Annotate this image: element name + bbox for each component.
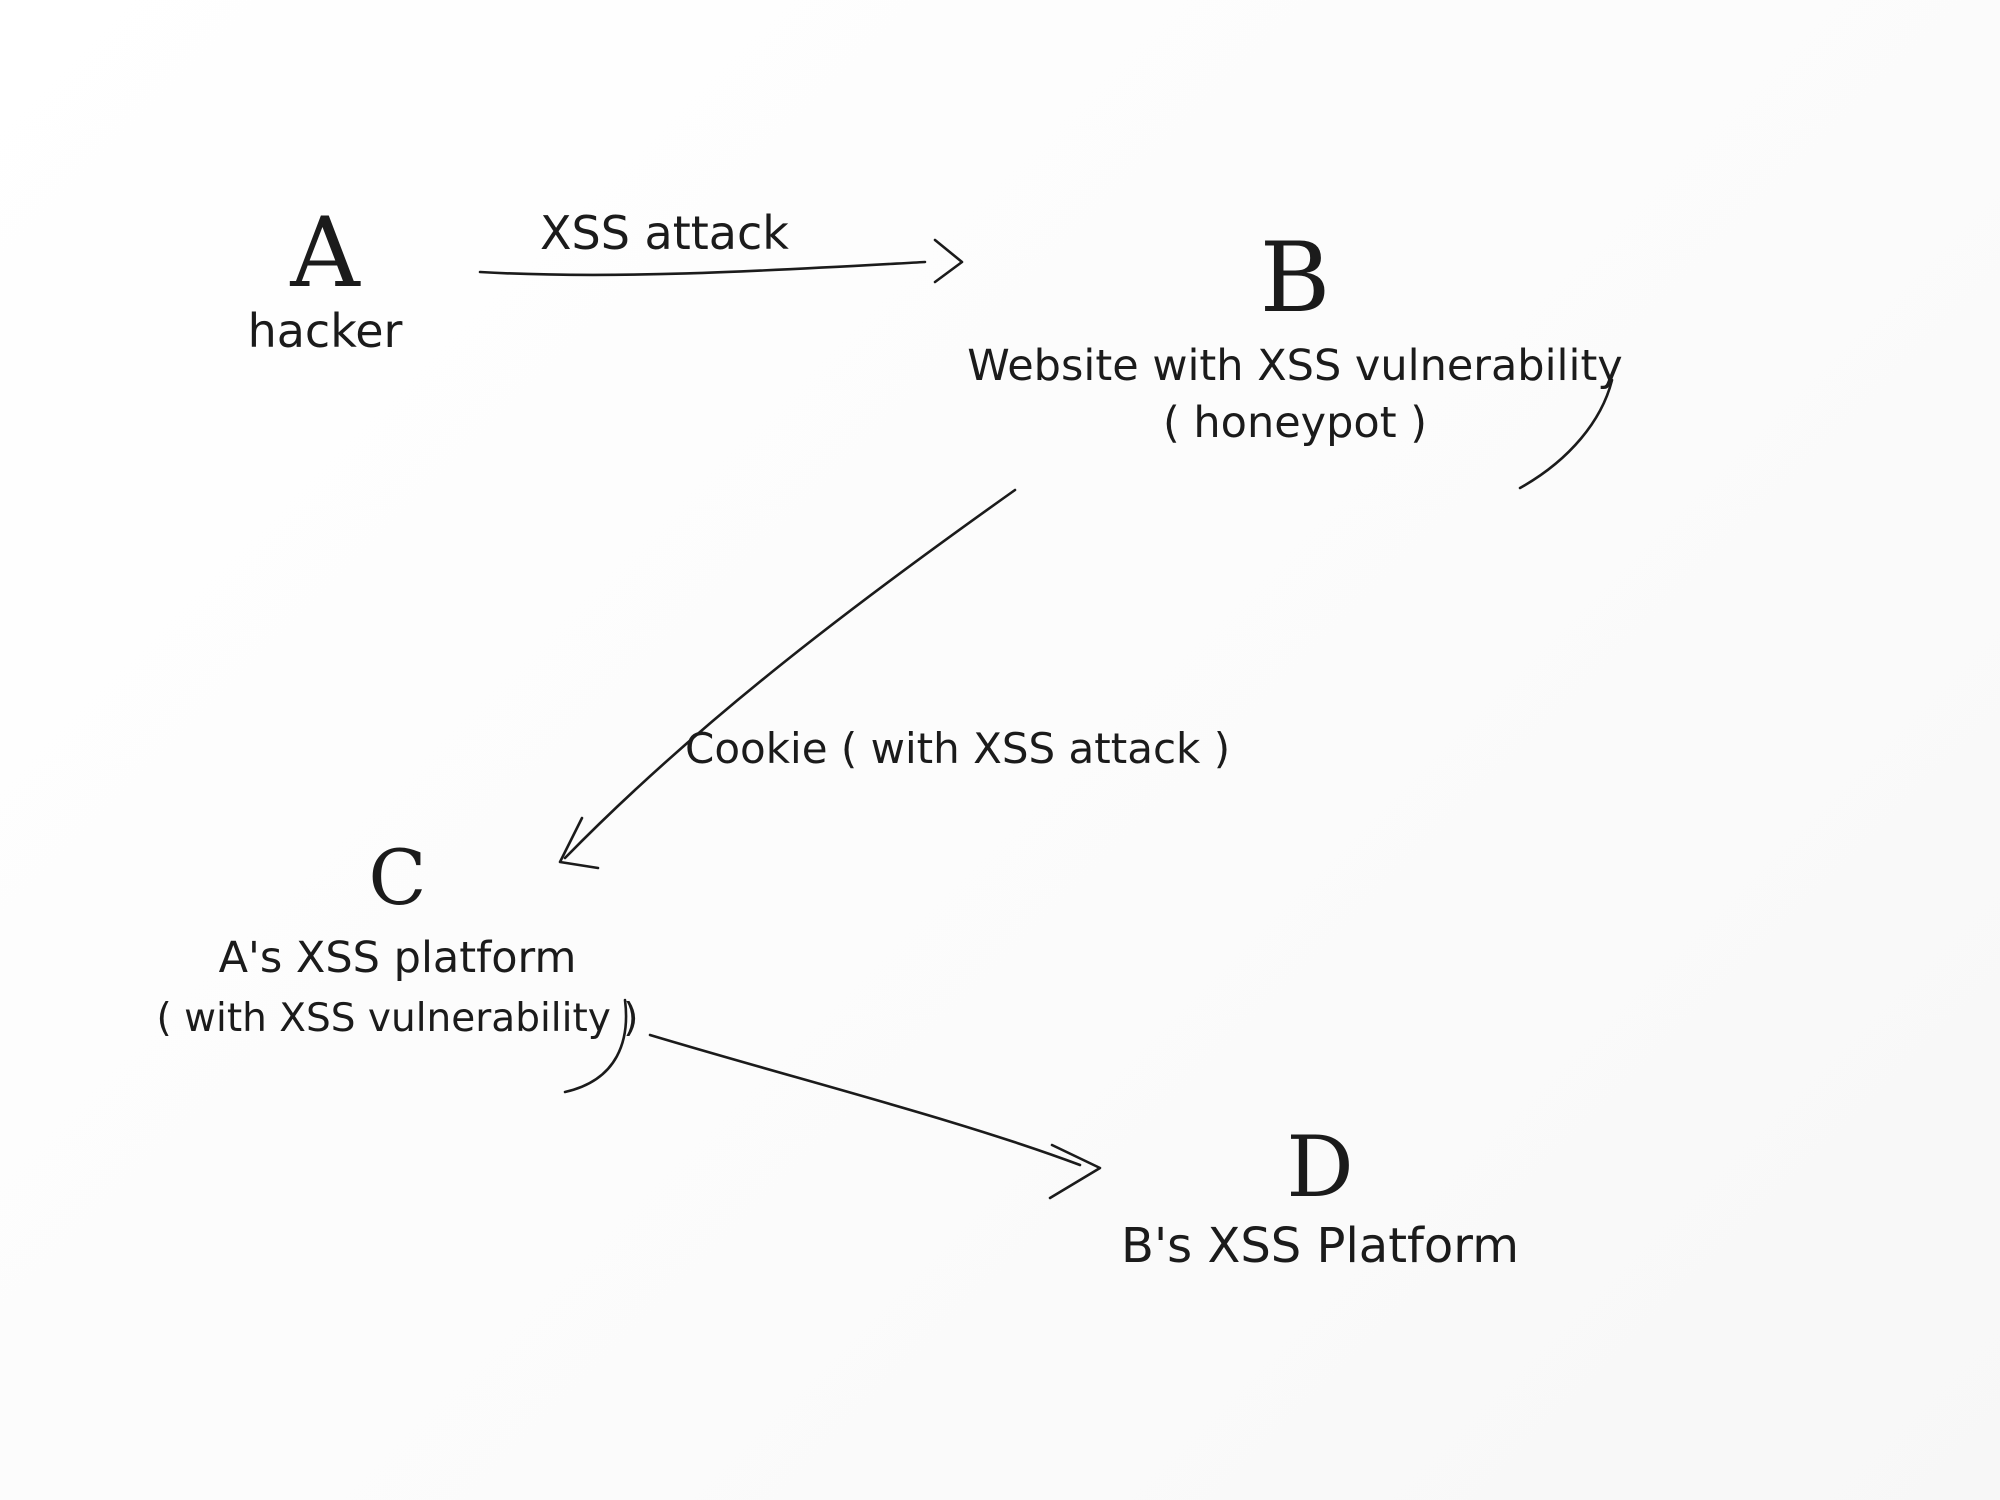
node-d-letter: D — [1286, 1118, 1354, 1216]
node-b: B Website with XSS vulnerability ( honey… — [955, 230, 1635, 449]
c-vulnerability-hook — [563, 998, 628, 1094]
edge-a-to-b-line — [478, 260, 927, 277]
node-c-label-line2: ( with XSS vulnerability ) — [156, 996, 639, 1042]
node-a-label: hacker — [247, 304, 403, 358]
b-vulnerability-hook — [1518, 378, 1614, 490]
node-c-letter: C — [368, 833, 427, 922]
edge-a-to-b-label: XSS attack — [540, 206, 789, 260]
edge-c-to-d-line — [648, 1033, 1082, 1167]
edge-b-to-c-line — [563, 488, 1017, 860]
node-c-label-line1: A's XSS platform — [218, 933, 577, 983]
node-a: A hacker — [225, 205, 425, 358]
node-b-label-line1: Website with XSS vulnerability — [967, 341, 1623, 391]
node-b-label-line2: ( honeypot ) — [1162, 398, 1428, 449]
node-c: C A's XSS platform ( with XSS vulnerabil… — [125, 840, 670, 1042]
node-d-label: B's XSS Platform — [1121, 1218, 1519, 1274]
edge-b-to-c-label: Cookie ( with XSS attack ) — [685, 724, 1231, 773]
edge-b-to-c-arrowhead — [558, 816, 600, 870]
node-a-letter: A — [290, 197, 360, 309]
node-b-letter: B — [1259, 222, 1331, 334]
node-d: D B's XSS Platform — [1040, 1125, 1600, 1274]
edge-c-to-d-arrowhead — [1048, 1143, 1102, 1200]
edge-a-to-b-arrowhead — [933, 238, 964, 284]
